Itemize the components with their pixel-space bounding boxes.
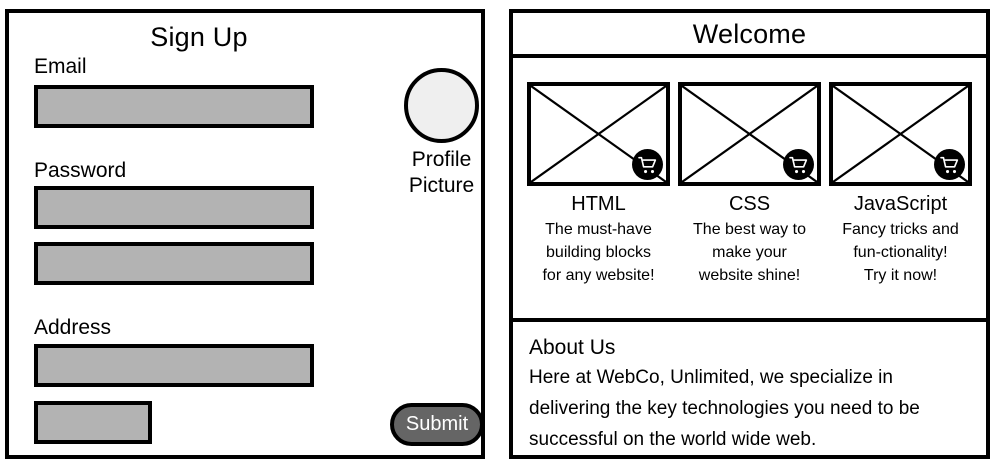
image-placeholder[interactable] — [527, 82, 670, 186]
page-title-welcome: Welcome — [692, 19, 807, 49]
avatar[interactable] — [404, 68, 479, 143]
card-description-line: for any website! — [542, 267, 655, 284]
card-description-line: The best way to — [693, 221, 806, 238]
shopping-cart-icon[interactable] — [632, 149, 663, 180]
email-label: Email — [34, 55, 87, 78]
profile-picture-label: Profile Picture — [394, 147, 489, 199]
shopping-cart-icon[interactable] — [783, 149, 814, 180]
about-us-title: About Us — [529, 336, 616, 359]
profile-picture-label-line-1: Profile — [411, 148, 472, 171]
page-title-signup: Sign Up — [150, 22, 248, 52]
address-line-2-field[interactable] — [34, 401, 152, 444]
image-placeholder[interactable] — [829, 82, 972, 186]
product-card[interactable]: JavaScript Fancy tricks and fun-ctionali… — [829, 82, 972, 318]
card-description-line: Fancy tricks and — [842, 221, 959, 238]
product-cards-section: HTML The must-have building blocks for a… — [513, 58, 986, 322]
card-title: HTML — [571, 193, 626, 215]
submit-button[interactable]: Submit — [390, 403, 484, 446]
card-description-line: Try it now! — [863, 267, 938, 284]
card-title: JavaScript — [853, 193, 948, 215]
welcome-page-panel: Welcome HTML The must-have — [509, 9, 990, 459]
product-card[interactable]: HTML The must-have building blocks for a… — [527, 82, 670, 318]
password-confirm-field[interactable] — [34, 242, 314, 285]
email-field[interactable] — [34, 85, 314, 128]
card-description: The best way to make your website shine! — [678, 218, 821, 287]
address-line-1-field[interactable] — [34, 344, 314, 387]
card-description-line: make your — [712, 244, 787, 261]
profile-picture-label-line-2: Picture — [408, 174, 475, 197]
card-description-line: building blocks — [546, 244, 651, 261]
about-us-section: About Us Here at WebCo, Unlimited, we sp… — [513, 322, 986, 455]
about-us-body: Here at WebCo, Unlimited, we specialize … — [529, 367, 920, 450]
card-description-line: website shine! — [698, 267, 801, 284]
card-description: Fancy tricks and fun-ctionality! Try it … — [829, 218, 972, 287]
product-card[interactable]: CSS The best way to make your website sh… — [678, 82, 821, 318]
shopping-cart-icon[interactable] — [934, 149, 965, 180]
welcome-header: Welcome — [513, 13, 986, 58]
password-label: Password — [34, 159, 127, 182]
address-label: Address — [34, 316, 112, 339]
image-placeholder[interactable] — [678, 82, 821, 186]
card-description-line: The must-have — [545, 221, 652, 238]
signup-form-panel: Sign Up Email Password Address Profile P… — [5, 9, 485, 459]
card-description-line: fun-ctionality! — [853, 244, 948, 261]
card-description: The must-have building blocks for any we… — [527, 218, 670, 287]
profile-picture-group[interactable]: Profile Picture — [394, 68, 489, 199]
password-field[interactable] — [34, 186, 314, 229]
card-title: CSS — [728, 193, 771, 215]
